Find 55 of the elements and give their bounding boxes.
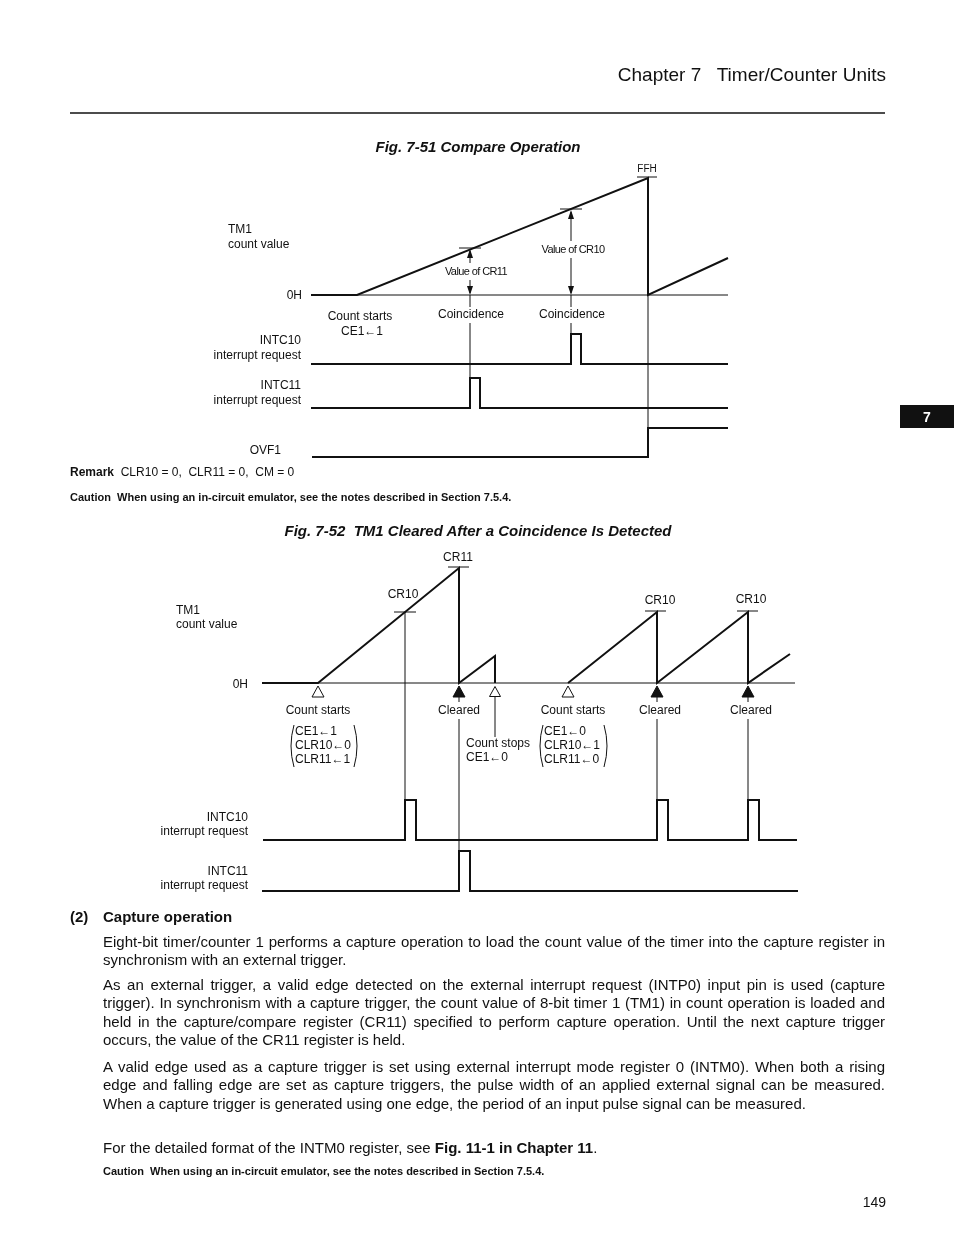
signal-label: OVF1	[249, 444, 281, 458]
event-label: Coincidence	[539, 308, 605, 322]
level-label: CR11	[443, 551, 473, 565]
page-number: 149	[862, 1193, 886, 1211]
leader-line	[494, 696, 496, 738]
signal-label: count value	[176, 618, 238, 632]
body-paragraph: As an external trigger, a valid edge detected on the external interrupt request (INTP0) input pin is used (capture trigger). In synchronism with a capture trigger, the count value of 8-bit timer 1 (TM1) in count operation is loaded and held in the capture/compare register (CR11) specified to perform capture operation. Until the next capture trigger occurs, the value of the CR11 register is held.	[103, 976, 885, 1050]
value-label: Value of CR10	[541, 242, 605, 256]
signal-label: INTC11	[207, 865, 248, 879]
event-label: Cleared	[730, 704, 772, 718]
register-setting: CLR10←1	[544, 739, 601, 753]
section-number: (2)	[70, 908, 89, 926]
chapter-tab: 7	[900, 405, 954, 428]
signal-label: interrupt request	[213, 349, 301, 363]
figure-title: Fig. 7-52 TM1 Cleared After a Coincidence Is Detected	[284, 522, 672, 540]
level-label: CR10	[735, 593, 767, 607]
level-label: CR10	[644, 594, 676, 608]
chapter-heading: Chapter 7 Timer/Counter Units	[617, 64, 886, 86]
level-label: 0H	[286, 289, 302, 303]
signal-label: INTC10	[259, 334, 301, 348]
level-label: FFH	[637, 163, 657, 175]
signal-label: interrupt request	[160, 825, 248, 839]
event-label: Count starts	[285, 704, 351, 718]
register-setting: CE1←0	[466, 751, 509, 765]
value-label: Value of CR11	[444, 264, 508, 278]
register-setting: CE1←1	[341, 325, 383, 339]
caution-note: Caution When using an in-circuit emulator, see the notes described in Section 7.5.4.	[70, 490, 512, 504]
body-paragraph: Eight-bit timer/counter 1 performs a capture operation to load the count value of the timer into the capture register in synchronism with an external trigger.	[103, 933, 885, 970]
signal-label: INTC11	[260, 379, 301, 393]
signal-label: TM1	[228, 223, 252, 237]
remark-note: Remark CLR10 = 0, CLR11 = 0, CM = 0	[70, 466, 295, 480]
event-label: Coincidence	[438, 308, 504, 322]
register-setting: CE1←0	[544, 725, 587, 739]
caution-note: Caution When using an in-circuit emulator, see the notes described in Section 7.5.4.	[103, 1164, 545, 1178]
level-label: CR10	[387, 588, 419, 602]
signal-label: TM1	[176, 604, 200, 618]
body-paragraph: For the detailed format of the INTM0 register, see Fig. 11-1 in Chapter 11.	[103, 1139, 599, 1158]
signal-label: count value	[228, 238, 290, 252]
signal-label: INTC10	[206, 811, 248, 825]
figure-title: Fig. 7-51 Compare Operation	[375, 138, 581, 156]
hollow-triangle-marker	[489, 686, 501, 697]
event-label: Cleared	[438, 704, 480, 718]
event-label: Count starts	[327, 310, 393, 324]
signal-label: interrupt request	[160, 879, 248, 893]
body-paragraph: A valid edge used as a capture trigger is set using external interrupt mode register 0 (INTM0). When both a rising edge and falling edge are set as capture triggers, the pulse width of an applied external signal can be measured. When a capture trigger is generated using one edge, the period of an input pulse signal can be measured.	[103, 1058, 885, 1113]
event-label: Count starts	[540, 704, 606, 718]
section-heading: Capture operation	[103, 908, 233, 926]
event-label: Cleared	[639, 704, 681, 718]
signal-label: interrupt request	[213, 394, 301, 408]
event-label: Count stops	[466, 737, 531, 751]
register-setting: CLR11←0	[544, 753, 600, 767]
level-label: 0H	[232, 678, 248, 692]
register-setting: CLR11←1	[295, 753, 351, 767]
register-setting: CE1←1	[295, 725, 338, 739]
register-setting: CLR10←0	[295, 739, 352, 753]
